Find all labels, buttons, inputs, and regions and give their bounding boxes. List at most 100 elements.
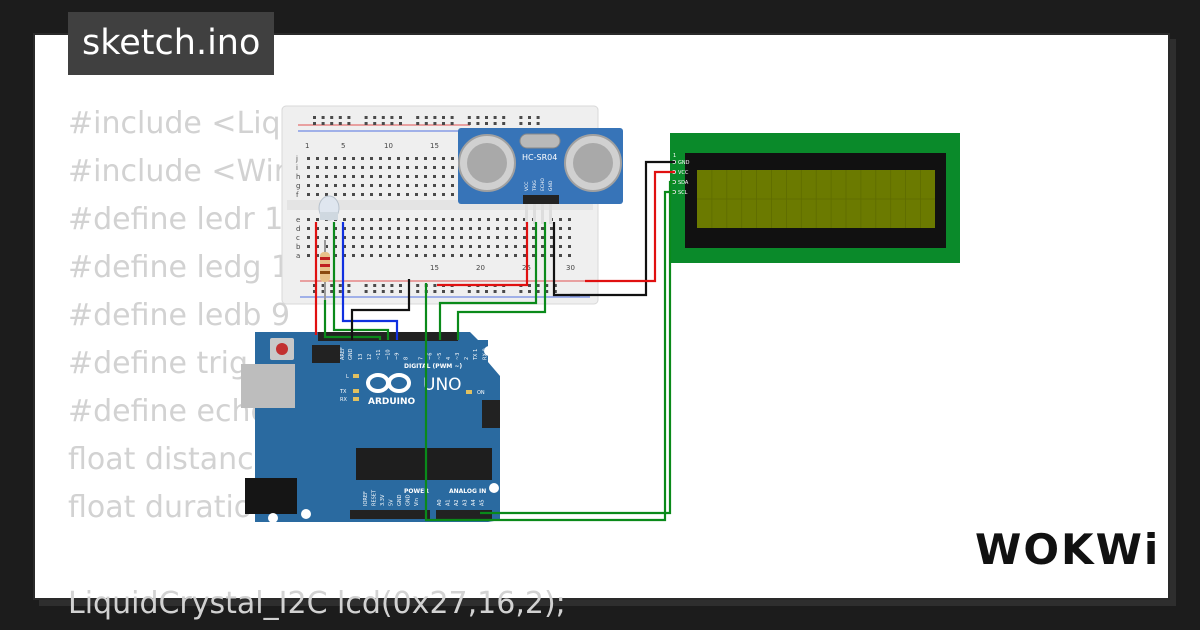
bb-hole [416,284,420,287]
bb-hole [451,254,454,257]
bb-hole [321,290,325,293]
digital-pin-label: 2 [464,357,470,360]
bb-hole [361,236,364,239]
bb-hole [476,116,480,119]
code-line: #define trig [68,346,249,381]
bb-hole [450,122,454,125]
digital-pin-label: ~10 [385,349,391,360]
bb-row-letter: c [296,234,300,242]
bb-hole [433,116,437,119]
lcd-pin1: 1 [673,153,676,159]
bb-hole [450,116,454,119]
bb-hole [467,122,471,125]
bb-hole [442,236,445,239]
bb-hole [334,193,337,196]
power-pin-label: Vin [414,498,420,506]
bb-hole [460,236,463,239]
bb-hole [370,184,373,187]
bb-hole [528,284,531,287]
bb-hole [406,166,409,169]
wire-vcc-sensor [437,222,529,287]
bb-hole [307,166,310,169]
bb-hole [496,236,499,239]
bb-hole [433,236,436,239]
bb-row-letter: b [296,243,301,251]
bb-hole [496,218,499,221]
bb-hole [307,245,310,248]
bb-hole [519,116,523,119]
bb-hole [559,245,562,248]
bb-hole [505,236,508,239]
bb-row-letter: a [296,252,300,260]
bb-hole [325,157,328,160]
bb-hole [397,227,400,230]
bb-hole [460,254,463,257]
bb-hole [397,175,400,178]
bb-hole [361,193,364,196]
bb-hole [532,245,535,248]
bb-hole [442,245,445,248]
bb-hole [334,254,337,257]
bb-row-letter: g [296,182,300,190]
bb-hole [478,254,481,257]
bb-hole [476,290,480,293]
bb-hole [460,227,463,230]
bb-hole [399,290,402,293]
bb-hole [433,175,436,178]
bb-hole [451,175,454,178]
bb-hole [307,236,310,239]
bb-hole [519,122,523,125]
bb-hole [361,175,364,178]
bb-hole [397,166,400,169]
bb-hole [379,236,382,239]
digital-pin-label: ~3 [455,353,461,360]
power-pin-label: IOREF [363,491,369,506]
bb-hole [514,236,517,239]
bb-hole [307,227,310,230]
bb-hole [397,157,400,160]
code-line: float distanc [68,442,254,477]
bb-hole [343,236,346,239]
bb-hole [381,122,385,125]
bb-hole [406,218,409,221]
bb-hole [487,254,490,257]
led-label: RX [340,397,347,403]
bb-hole [505,218,508,221]
bb-hole [568,218,571,221]
bb-hole [550,227,553,230]
bb-hole [313,290,316,293]
bb-hole [352,236,355,239]
bb-hole [338,290,342,293]
bb-hole [352,175,355,178]
analog-pin-label: A4 [471,499,477,506]
bb-hole [370,245,373,248]
bb-hole [451,157,454,160]
bb-hole [541,245,544,248]
bb-hole [316,227,319,230]
bb-hole [415,227,418,230]
bb-hole [424,116,428,119]
bb-hole [307,218,310,221]
power-pin-label: 3.3V [380,494,386,506]
bb-hole [325,193,328,196]
power-header-label: POWER [404,488,429,495]
bb-hole [467,116,471,119]
bb-hole [379,175,382,178]
bb-hole [514,227,517,230]
bb-hole [505,254,508,257]
bb-hole [424,245,427,248]
bb-row-letter: e [296,216,300,224]
bb-hole [388,193,391,196]
bb-hole [485,290,488,293]
bb-hole [523,227,526,230]
wire-green-led2 [332,222,390,340]
bb-number: 1 [305,142,309,150]
bb-hole [406,227,409,230]
bb-hole [381,290,385,293]
bb-number: 30 [566,264,575,272]
bb-hole [424,157,427,160]
bb-hole [469,218,472,221]
bb-hole [536,122,540,125]
code-line: LiquidCrystal_I2C lcd(0x27,16,2); [68,586,566,621]
